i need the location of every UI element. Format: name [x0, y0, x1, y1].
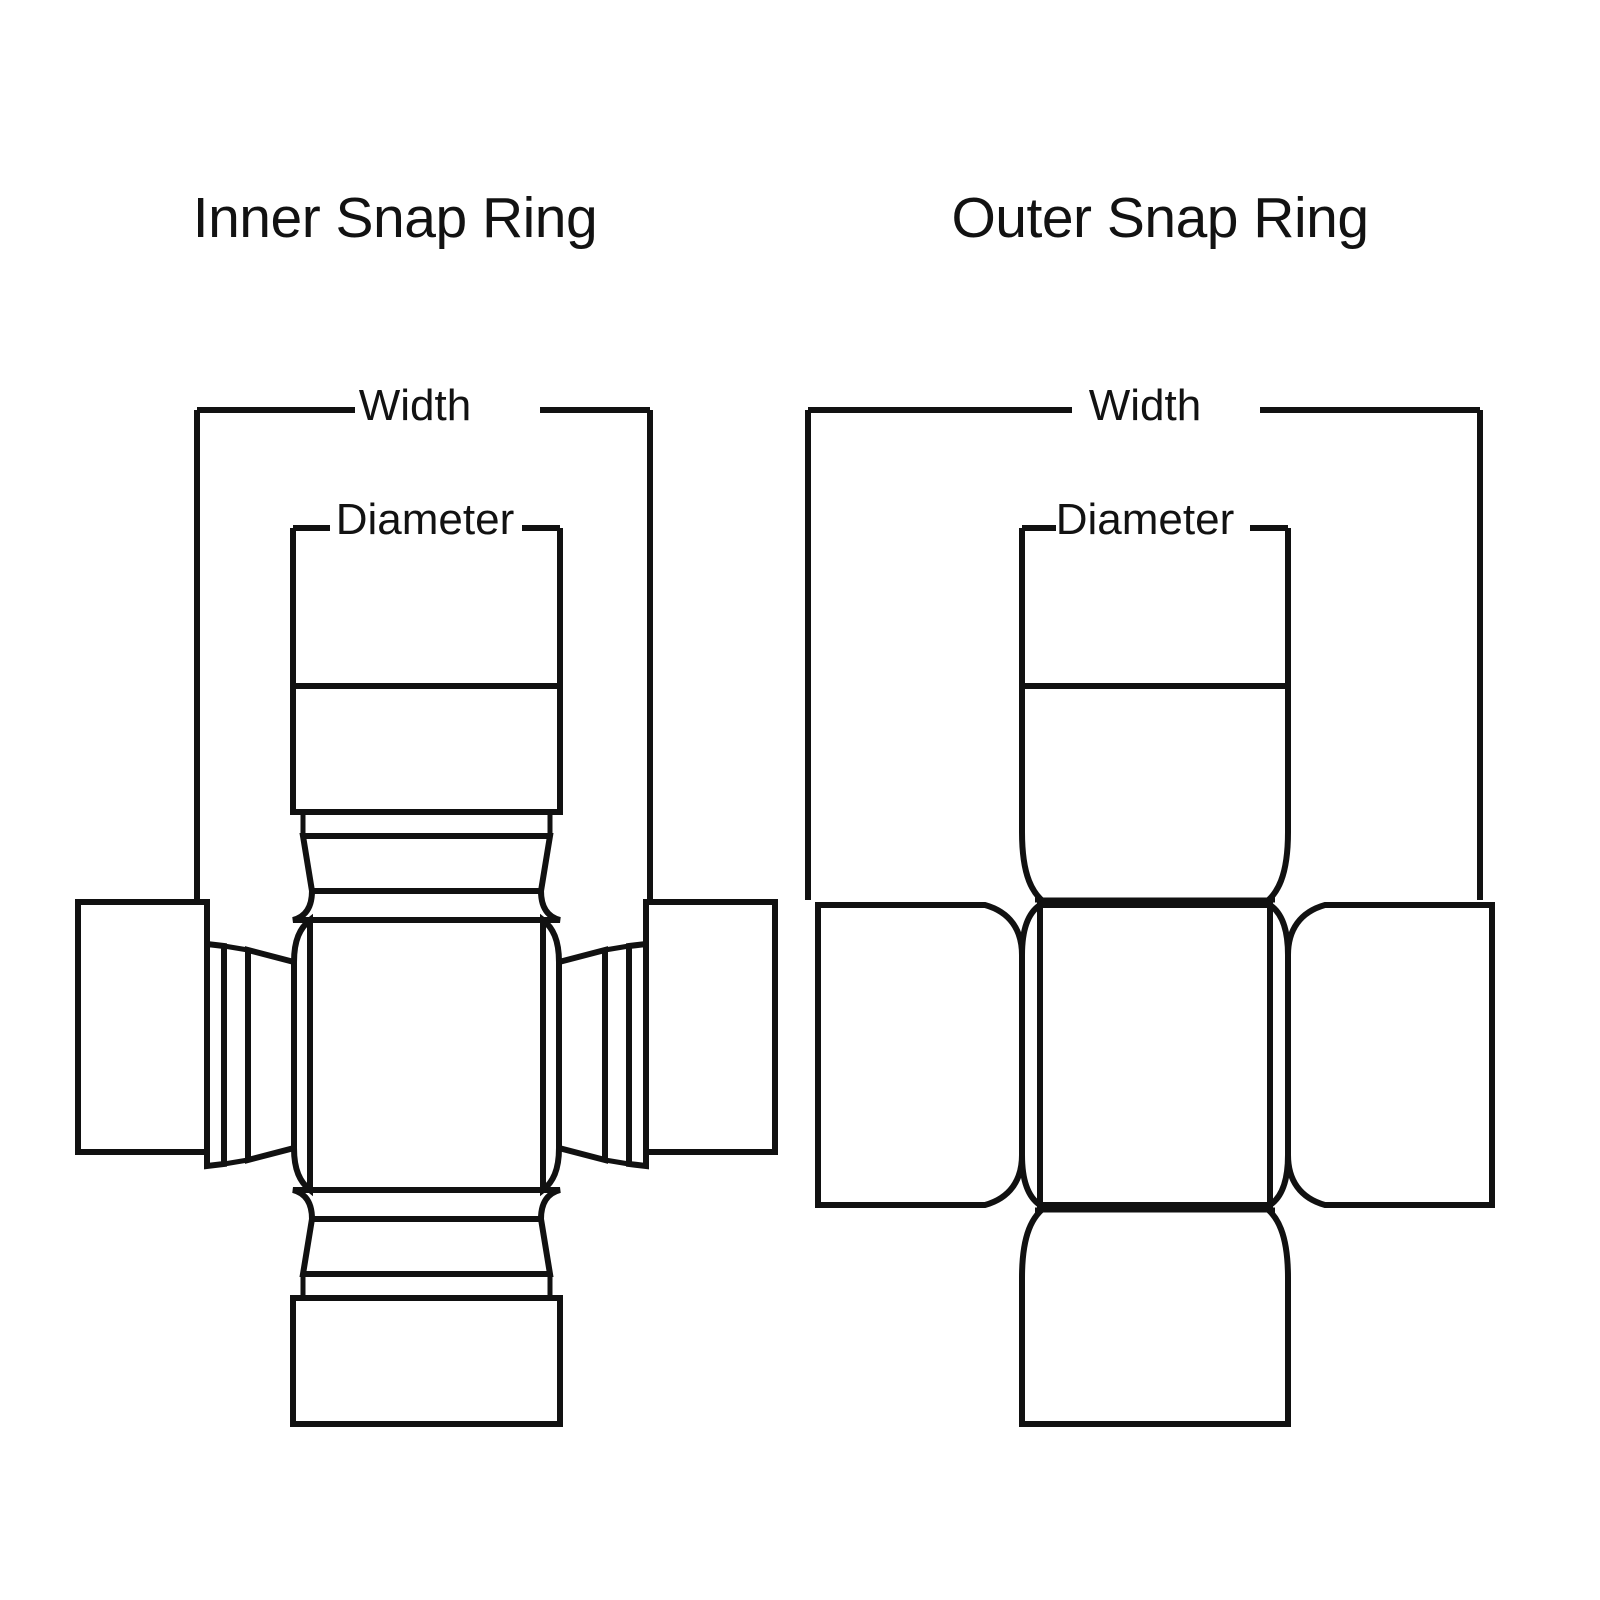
width-dimension-label-inner: Width [358, 381, 472, 430]
left-bearing-cap-outer [815, 902, 1025, 1208]
bottom-bearing-cap-outer [1019, 1202, 1291, 1427]
right-bearing-cap-inner [643, 899, 778, 1155]
width-dimension-outer [805, 407, 1483, 900]
diameter-dimension-outer [1019, 525, 1291, 686]
right-bearing-cap-outer [1285, 902, 1495, 1208]
top-snap-ring-groove-inner [300, 809, 553, 839]
top-bearing-cap-outer [1019, 683, 1291, 908]
center-body-inner [307, 917, 546, 1193]
bottom-flare-lower-inner [292, 1187, 561, 1222]
diameter-dimension-inner [290, 525, 563, 686]
left-bearing-cap-inner [75, 899, 210, 1155]
left-cap-flange-inner [204, 940, 227, 1170]
left-snap-ring-groove-inner [221, 943, 251, 1167]
diameter-dimension-label-inner: Diameter [335, 495, 515, 544]
diameter-dimension-label-outer: Diameter [1055, 495, 1235, 544]
top-flare-lower-inner [292, 888, 561, 923]
bottom-flare-upper-inner [299, 1216, 554, 1277]
right-flare-outer [1267, 899, 1291, 1211]
right-flare-inner [540, 913, 562, 1197]
right-snap-ring-collar-inner [556, 946, 608, 1164]
top-bearing-cap-inner [290, 683, 563, 815]
right-cap-flange-inner [626, 940, 649, 1170]
top-flare-upper-inner [299, 833, 554, 894]
right-snap-ring-groove-inner [602, 943, 632, 1167]
width-dimension-inner [194, 407, 653, 900]
left-snap-ring-collar-inner [245, 946, 297, 1164]
outer-snap-ring-drawing [805, 407, 1495, 1427]
left-flare-outer [1019, 899, 1043, 1211]
panel-title-inner: Inner Snap Ring [192, 186, 598, 250]
bottom-snap-ring-groove-inner [300, 1271, 553, 1301]
panel-title-outer: Outer Snap Ring [951, 186, 1369, 250]
center-body-outer [1037, 902, 1273, 1208]
left-flare-inner [291, 913, 313, 1197]
bottom-bearing-cap-inner [290, 1295, 563, 1427]
inner-snap-ring-drawing [75, 407, 778, 1427]
width-dimension-label-outer: Width [1088, 381, 1202, 430]
